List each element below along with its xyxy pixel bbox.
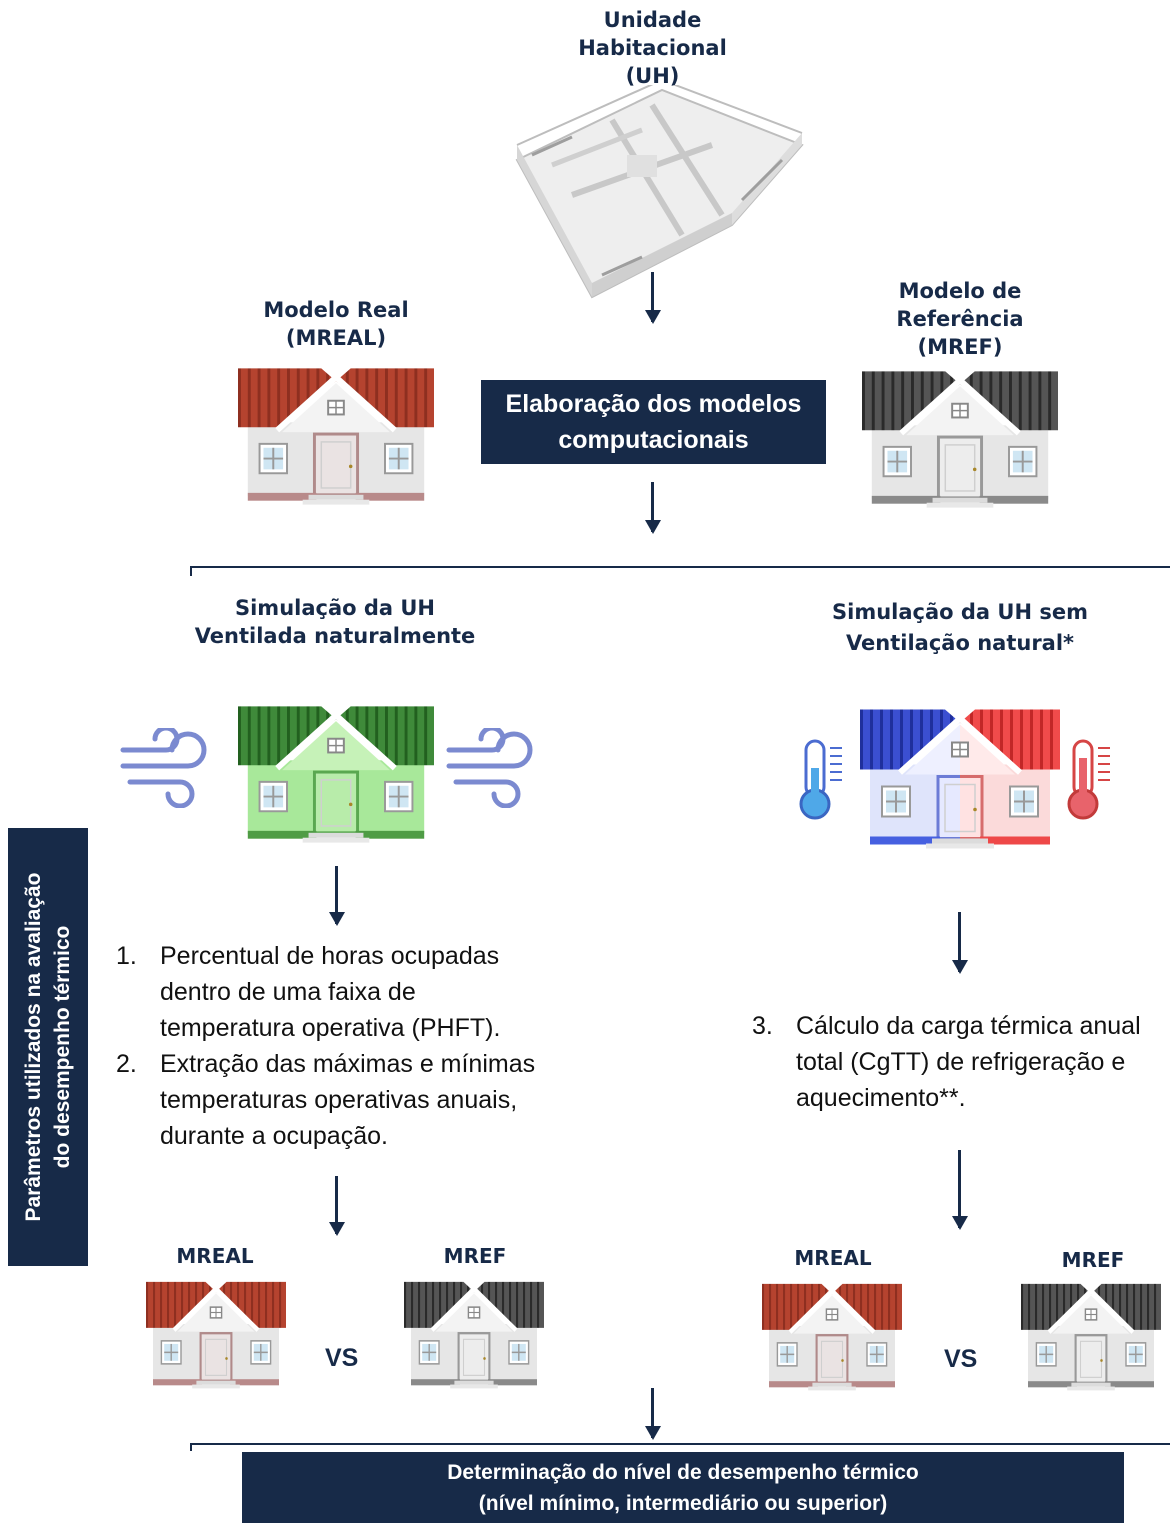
house-red-roof-icon bbox=[762, 1280, 902, 1395]
apartment-floorplan-icon bbox=[515, 85, 804, 299]
arrow-down-icon bbox=[958, 1150, 961, 1228]
thermometer-hot-icon bbox=[1067, 739, 1110, 820]
list-item-text: Cálculo da carga térmica anual total (Cg… bbox=[796, 1012, 1141, 1112]
compare-left-mreal-label: MREAL bbox=[176, 1244, 254, 1268]
elaboration-box: Elaboração dos modelos computacionais bbox=[481, 380, 826, 464]
separator-tick bbox=[190, 566, 192, 576]
arrow-down-icon bbox=[651, 1388, 654, 1438]
mreal-title: Modelo Real (MREAL) bbox=[263, 298, 409, 350]
left-parameter-list: 1. Percentual de horas ocupadas dentro d… bbox=[116, 938, 556, 1154]
compare-left-mref-label: MREF bbox=[443, 1244, 507, 1268]
arrow-down-icon bbox=[335, 866, 338, 924]
arrow-down-icon bbox=[335, 1176, 338, 1234]
compare-right-mreal-label: MREAL bbox=[794, 1246, 872, 1270]
house-red-roof-icon bbox=[146, 1278, 286, 1393]
list-item-text: Extração das máximas e mínimas temperatu… bbox=[160, 1050, 536, 1150]
list-item-number: 1. bbox=[116, 942, 137, 970]
compare-right-mref-label: MREF bbox=[1061, 1248, 1125, 1272]
separator-line bbox=[190, 1443, 1170, 1445]
final-result-box: Determinação do nível de desempenho térm… bbox=[242, 1452, 1124, 1523]
wind-icon bbox=[446, 728, 533, 808]
list-item: 3. Cálculo da carga térmica anual total … bbox=[752, 1008, 1168, 1116]
arrow-down-icon bbox=[958, 912, 961, 972]
sim-natural-title: Simulação da UH Ventilada naturalmente bbox=[194, 596, 476, 648]
separator-tick bbox=[190, 1443, 192, 1451]
house-gray-roof-icon bbox=[404, 1278, 544, 1393]
uh-title: Unidade Habitacional (UH) bbox=[578, 8, 727, 88]
arrow-down-icon bbox=[651, 482, 654, 532]
vs-label: VS bbox=[944, 1345, 978, 1373]
thermometer-cold-icon bbox=[799, 739, 842, 820]
house-gray-roof-icon bbox=[862, 365, 1058, 515]
house-red-roof-icon bbox=[238, 362, 434, 512]
side-label: Parâmetros utilizados na avaliação do de… bbox=[22, 872, 74, 1222]
list-item-text: Percentual de horas ocupadas dentro de u… bbox=[160, 942, 501, 1042]
sim-no-vent-title: Simulação da UH sem Ventilação natural* bbox=[832, 600, 1088, 655]
mref-title: Modelo de Referência (MREF) bbox=[896, 279, 1024, 359]
house-green-ventilated-icon bbox=[238, 700, 434, 850]
wind-icon bbox=[120, 728, 207, 808]
list-item-number: 2. bbox=[116, 1050, 137, 1078]
arrow-down-icon bbox=[651, 272, 654, 322]
list-item-number: 3. bbox=[752, 1012, 773, 1040]
list-item: 2. Extração das máximas e mínimas temper… bbox=[116, 1046, 556, 1154]
separator-line bbox=[190, 566, 1170, 568]
side-label-bar bbox=[8, 828, 88, 1266]
right-parameter-list: 3. Cálculo da carga térmica anual total … bbox=[752, 1008, 1168, 1116]
house-cold-hot-icon bbox=[860, 702, 1060, 857]
list-item: 1. Percentual de horas ocupadas dentro d… bbox=[116, 938, 556, 1046]
house-gray-roof-icon bbox=[1021, 1280, 1161, 1395]
vs-label: VS bbox=[325, 1344, 359, 1372]
